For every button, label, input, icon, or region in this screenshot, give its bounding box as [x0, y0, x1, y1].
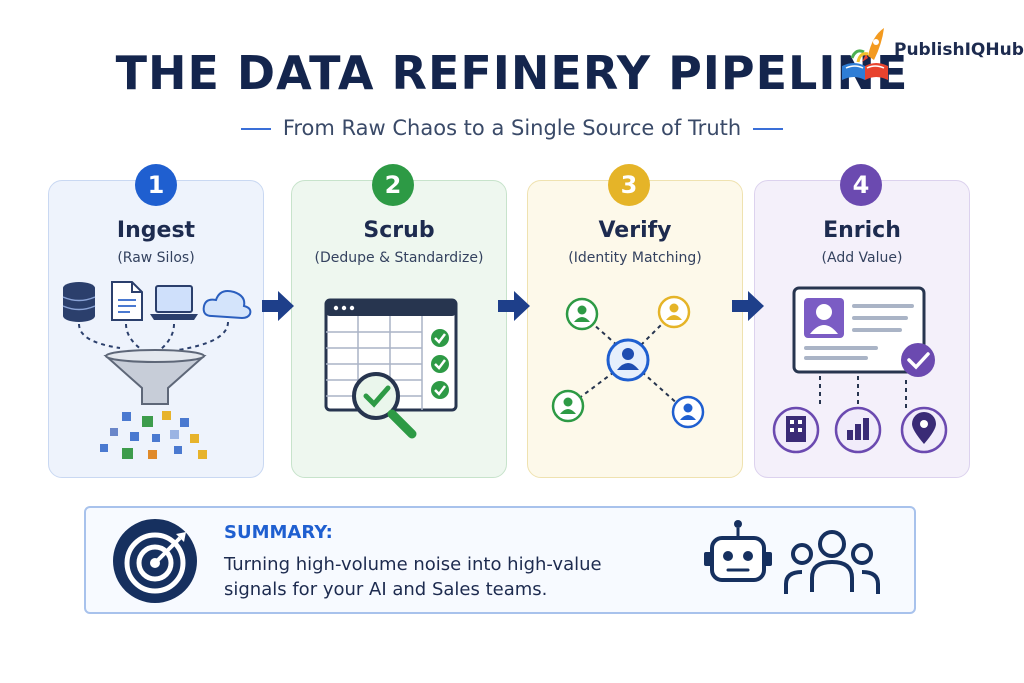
- step-subtitle-enrich: (Add Value): [821, 250, 903, 266]
- page-title: THE DATA REFINERY PIPELINE: [115, 46, 909, 100]
- step-card-verify: [527, 180, 743, 478]
- team-icon: [784, 530, 880, 594]
- robot-team-illustration: [704, 520, 880, 594]
- step-title-scrub: Scrub: [363, 218, 435, 243]
- magnifier-icon: [352, 372, 417, 439]
- step-number-badge: 1: [135, 164, 177, 206]
- summary-box: [84, 506, 916, 614]
- page-subtitle: From Raw Chaos to a Single Source of Tru…: [0, 116, 1024, 140]
- robot-icon: [704, 520, 772, 582]
- building-icon: [772, 406, 820, 454]
- scrub-illustration: [324, 298, 458, 439]
- subtitle-dash-left: [240, 128, 271, 130]
- person-node-icon: [657, 295, 691, 329]
- checkmark-icon: [431, 329, 449, 399]
- summary-label: SUMMARY:: [224, 522, 333, 543]
- target-icon: [113, 519, 197, 603]
- flow-arrow-icon: [262, 291, 294, 321]
- laptop-icon: [150, 285, 198, 320]
- cloud-icon: [202, 290, 252, 320]
- person-node-icon: [551, 389, 585, 423]
- step-subtitle-verify: (Identity Matching): [568, 250, 702, 266]
- database-icon: [62, 282, 96, 322]
- profile-card-icon: [792, 286, 926, 374]
- flow-arrow-icon: [498, 291, 530, 321]
- network-icon: [606, 338, 650, 382]
- subtitle-dash-right: [753, 128, 784, 130]
- step-title-enrich: Enrich: [823, 218, 901, 243]
- enrich-illustration: [772, 286, 948, 454]
- step-number-badge: 2: [372, 164, 414, 206]
- step-card-ingest: [48, 180, 264, 478]
- book-rocket-logo-icon: [842, 28, 888, 80]
- person-node-icon: [671, 395, 705, 429]
- verify-illustration: [551, 295, 705, 429]
- location-pin-icon: [900, 406, 948, 454]
- bar-chart-icon: [834, 406, 882, 454]
- step-number-badge: 4: [840, 164, 882, 206]
- flow-arrow-icon: [732, 291, 764, 321]
- brand-name: PublishIQHub: [894, 40, 1024, 60]
- checkmark-icon: [901, 343, 935, 377]
- document-icon: [111, 281, 143, 321]
- step-title-verify: Verify: [598, 218, 672, 243]
- funnel-icon: [103, 349, 207, 405]
- brand-logo: PublishIQHub: [838, 22, 1024, 86]
- person-node-icon: [565, 297, 599, 331]
- summary-text: Turning high-volume noise into high-valu…: [224, 554, 602, 600]
- step-subtitle-scrub: (Dedupe & Standardize): [314, 250, 484, 266]
- step-number-badge: 3: [608, 164, 650, 206]
- ingest-illustration: [62, 281, 252, 459]
- subtitle-text: From Raw Chaos to a Single Source of Tru…: [282, 116, 742, 140]
- step-subtitle-ingest: (Raw Silos): [117, 250, 195, 266]
- step-title-ingest: Ingest: [116, 218, 196, 243]
